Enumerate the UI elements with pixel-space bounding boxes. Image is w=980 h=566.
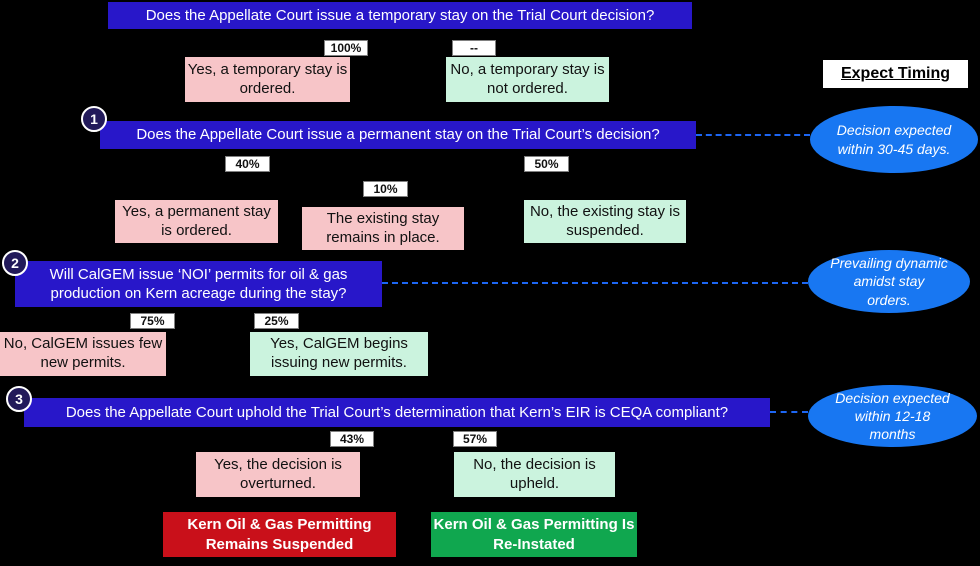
question-box-calgem-permits: Will CalGEM issue ‘NOI’ permits for oil … (15, 261, 382, 307)
answer-text: Yes, CalGEM begins issuing new permits. (270, 335, 408, 371)
answer-text: No, CalGEM issues few new permits. (3, 335, 163, 371)
step-number-badge-3: 3 (6, 386, 32, 412)
outcome-text: Kern Oil & Gas Permitting Remains Suspen… (187, 516, 372, 553)
answer-text: Yes, a temporary stay is ordered. (187, 60, 348, 97)
probability-label-q3-no: 57% (453, 431, 497, 447)
answer-text: No, a temporary stay is not ordered. (450, 60, 605, 97)
answer-box-q1-no: No, the existing stay is suspended. (524, 200, 686, 243)
probability-label-q1-mid: 10% (363, 181, 408, 197)
answer-box-q3-no: No, the decision is upheld. (454, 452, 615, 497)
outcome-box-suspended: Kern Oil & Gas Permitting Remains Suspen… (163, 512, 396, 557)
question-text: Does the Appellate Court issue a permane… (136, 126, 660, 144)
answer-box-q0-no: No, a temporary stay is not ordered. (446, 57, 609, 102)
question-box-temporary-stay: Does the Appellate Court issue a tempora… (108, 2, 692, 29)
timing-text: Prevailing dynamic amidst stay orders. (830, 255, 948, 308)
answer-text: Yes, a permanent stay is ordered. (122, 202, 271, 239)
timing-ellipse-2: Prevailing dynamic amidst stay orders. (808, 250, 970, 313)
probability-label-q0-yes: 100% (324, 40, 368, 56)
expect-timing-header: Expect Timing (823, 60, 968, 88)
timing-text: Decision expected within 30-45 days. (836, 122, 952, 157)
question-text: Does the Appellate Court issue a tempora… (145, 6, 655, 24)
probability-label-q3-yes: 43% (330, 431, 374, 447)
timing-ellipse-3: Decision expected within 12-18 months (808, 385, 977, 447)
probability-label-q2-no: 75% (130, 313, 175, 329)
question-box-permanent-stay: Does the Appellate Court issue a permane… (100, 121, 696, 149)
answer-box-q3-yes: Yes, the decision is overturned. (196, 452, 360, 497)
probability-label-q1-no: 50% (524, 156, 569, 172)
outcome-text: Kern Oil & Gas Permitting Is Re-Instated (433, 516, 635, 553)
timing-ellipse-1: Decision expected within 30-45 days. (810, 106, 978, 173)
answer-box-q2-yes: Yes, CalGEM begins issuing new permits. (250, 332, 428, 376)
answer-box-q2-no: No, CalGEM issues few new permits. (0, 332, 166, 376)
answer-text: The existing stay remains in place. (326, 209, 440, 246)
answer-text: No, the existing stay is suspended. (529, 202, 681, 239)
probability-label-q2-yes: 25% (254, 313, 299, 329)
question-text: Does the Appellate Court uphold the Tria… (65, 403, 729, 421)
timing-text: Decision expected within 12-18 months (835, 389, 950, 443)
step-number-badge-2: 2 (2, 250, 28, 276)
answer-box-q1-mid: The existing stay remains in place. (302, 207, 464, 250)
answer-text: Yes, the decision is overturned. (214, 455, 342, 492)
answer-box-q0-yes: Yes, a temporary stay is ordered. (185, 57, 350, 102)
step-number-badge-1: 1 (81, 106, 107, 132)
answer-text: No, the decision is upheld. (473, 455, 596, 492)
probability-label-q0-no: -- (452, 40, 496, 56)
connector-dashed-line-1 (696, 134, 810, 136)
outcome-box-reinstated: Kern Oil & Gas Permitting Is Re-Instated (431, 512, 637, 557)
expect-timing-label: Expect Timing (840, 65, 951, 82)
answer-box-q1-yes: Yes, a permanent stay is ordered. (115, 200, 278, 243)
probability-label-q1-yes: 40% (225, 156, 270, 172)
question-text: Will CalGEM issue ‘NOI’ permits for oil … (49, 265, 348, 303)
connector-dashed-line-3 (770, 411, 808, 413)
question-box-ceqa-compliant: Does the Appellate Court uphold the Tria… (24, 398, 770, 427)
connector-dashed-line-2 (382, 282, 808, 284)
